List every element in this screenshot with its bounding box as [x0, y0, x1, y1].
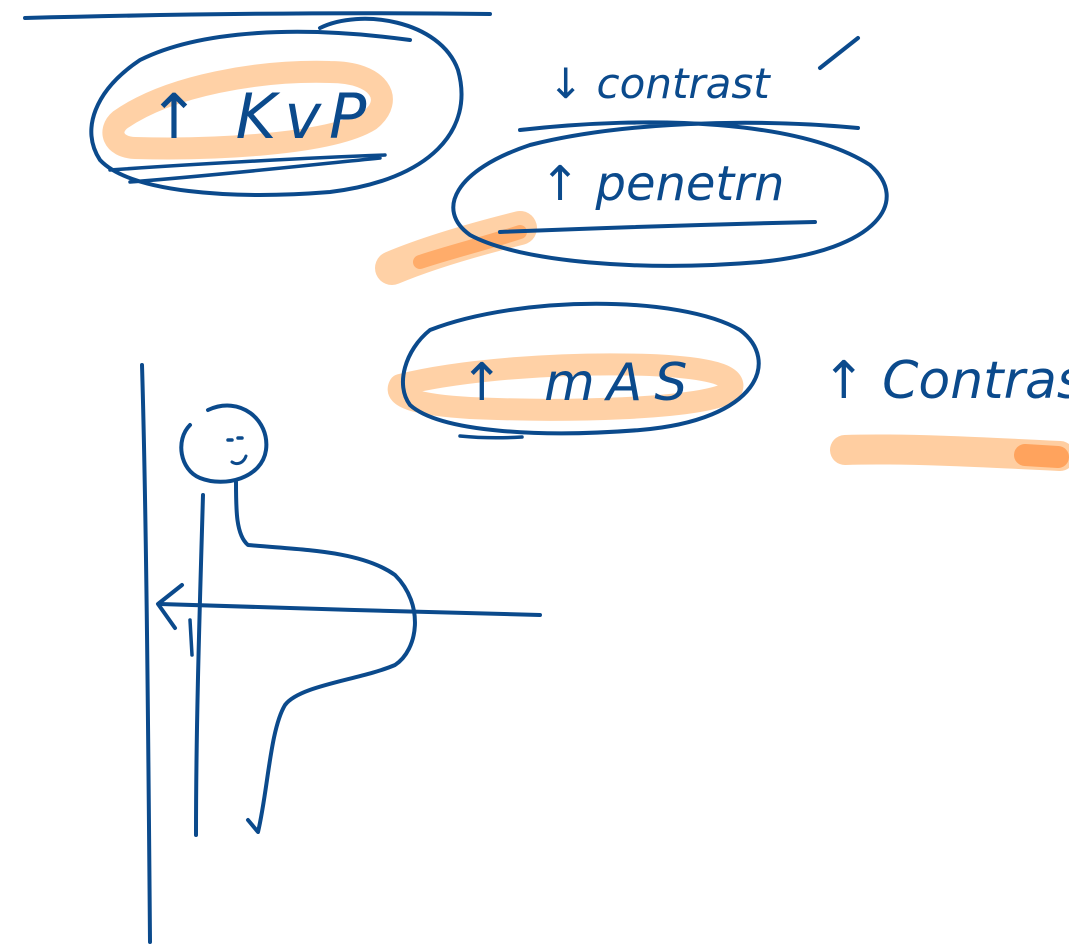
text-layer: ↑ KvP ↓ contrast ↑ penetrn ↑ mAS ↑ Contr…: [148, 59, 1069, 413]
highlighter-layer: [102, 60, 1069, 471]
ink-layer: [23, 11, 889, 944]
highlight-kvp: [102, 60, 393, 160]
figure-back: [194, 493, 205, 837]
note-kvp: ↑ KvP: [148, 80, 374, 153]
xray-arrow-shaft: [158, 602, 542, 617]
figure-smile: [230, 454, 248, 466]
back-tick: [188, 618, 194, 657]
figure-front: [234, 480, 417, 834]
note-contrast-up: ↑ Contrast: [822, 351, 1069, 411]
highlight-penetration-dark: [413, 225, 527, 269]
note-penetration: ↑ penetrn: [540, 156, 784, 212]
figure-eyes: [226, 436, 244, 442]
penetration-circle: [451, 120, 889, 268]
note-mas: ↑ mAS: [460, 353, 699, 413]
penetration-underline: [498, 220, 817, 234]
note-contrast-down: ↓ contrast: [548, 59, 771, 108]
top-rule-line: [23, 11, 492, 20]
highlight-contrast-dark: [1014, 444, 1069, 468]
check-mark: [818, 36, 860, 70]
highlight-mas: [387, 353, 744, 421]
figure-head: [179, 403, 269, 484]
mas-underline: [458, 434, 524, 440]
mas-circle: [400, 301, 761, 436]
wall-line: [140, 363, 152, 944]
kvp-underline: [108, 153, 387, 184]
kvp-circle: [89, 16, 464, 197]
xray-arrow-head: [156, 583, 184, 630]
